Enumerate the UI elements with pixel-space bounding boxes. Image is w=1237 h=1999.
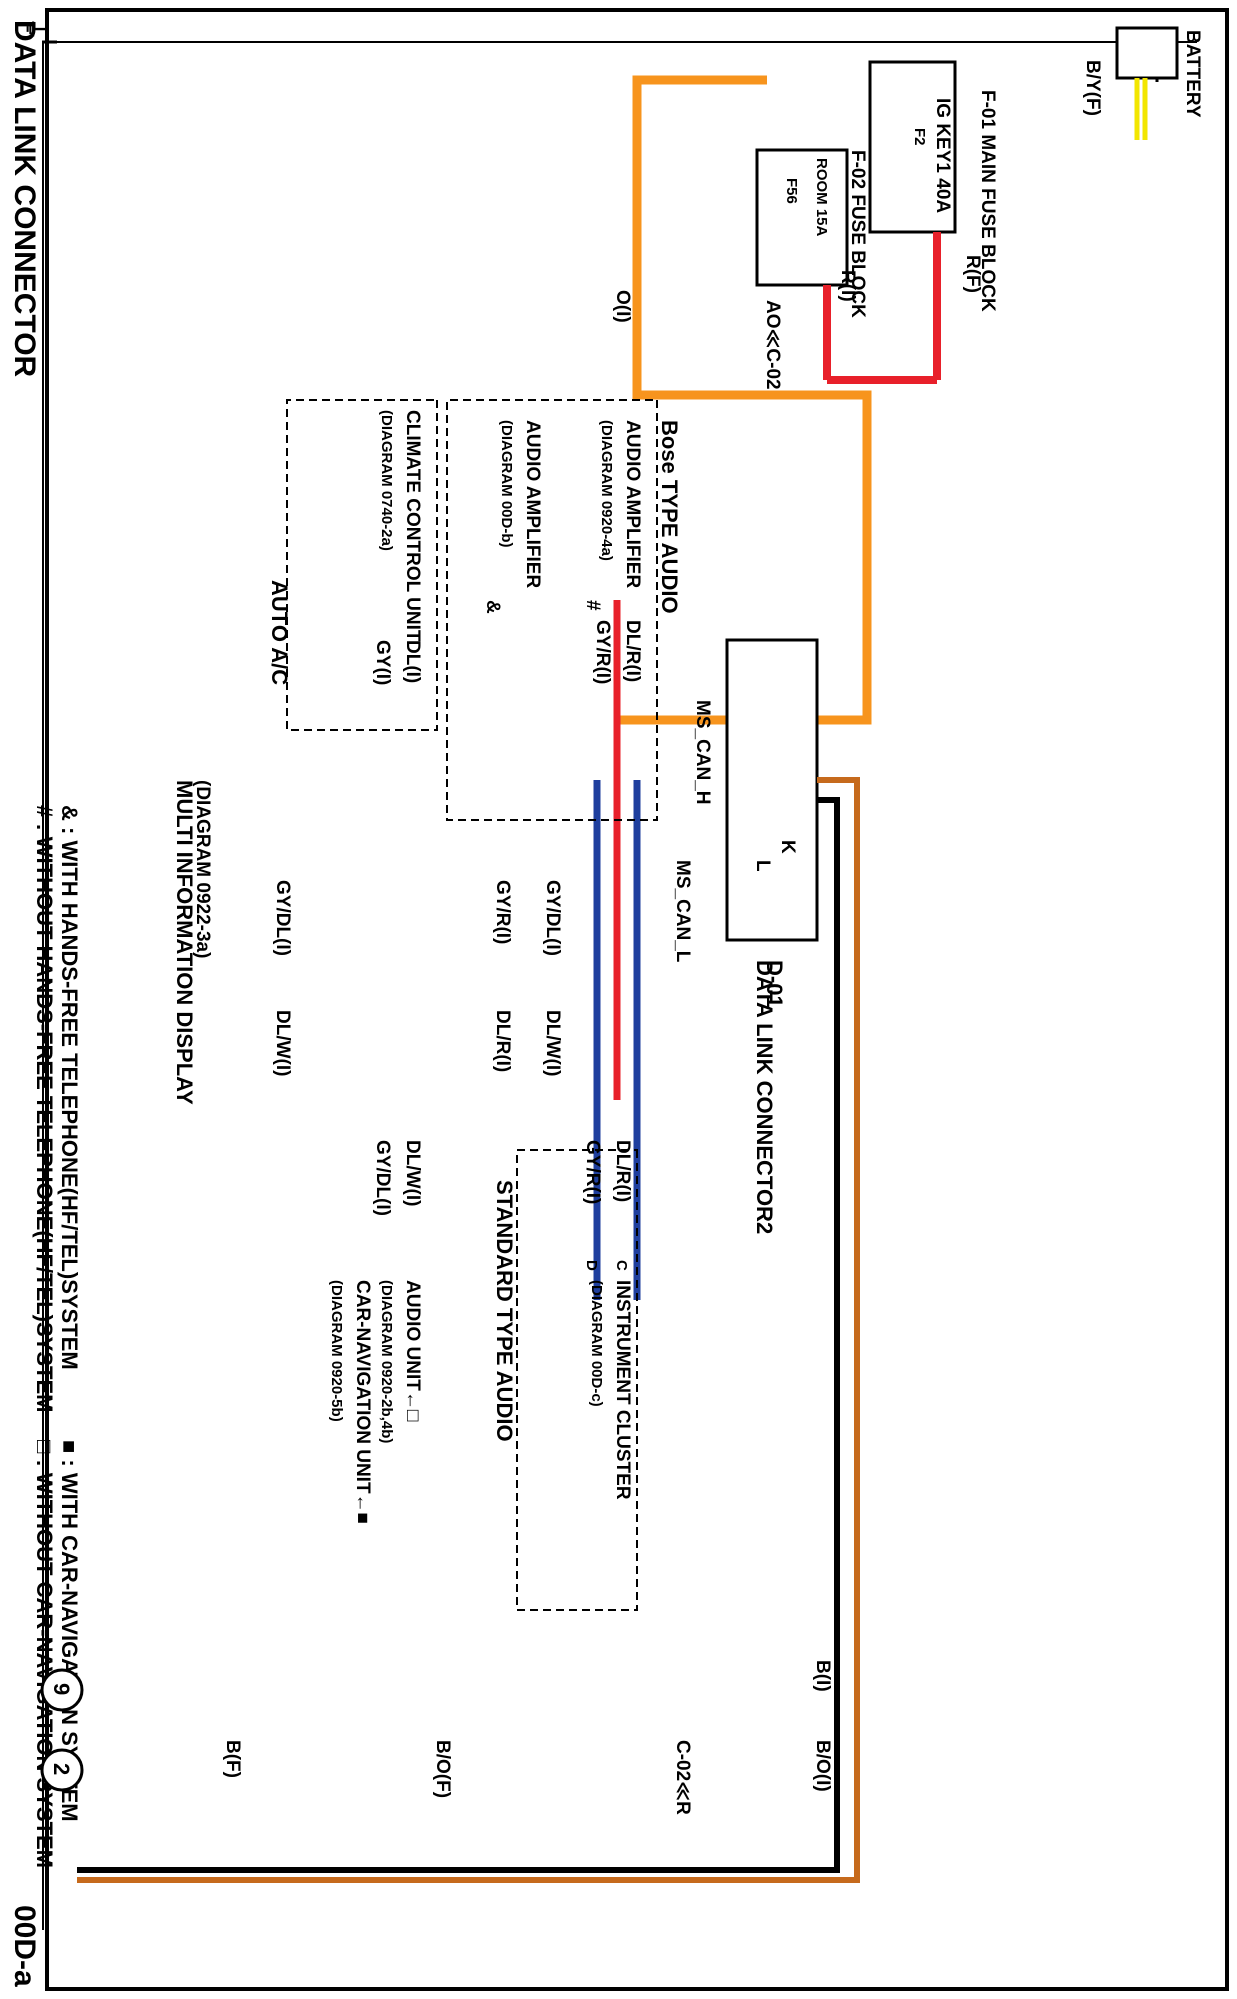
ground-b-o-i: B/O(I) [812,1740,833,1792]
bose-group [446,399,658,821]
audio-unit-name: AUDIO UNIT←□ [402,1280,423,1422]
main-wire-label: R(F) [962,255,983,293]
ground-b-o-f: B/O(F) [432,1740,453,1798]
bose-gy-r: GY/R(I) [592,620,613,684]
climate-group-label: AUTO A/C [267,580,292,685]
legend-amp: & : WITH HANDS-FREE TELEPHONE(HF/TEL)SYS… [57,805,82,1370]
climate-dl: DL(I) [402,640,423,683]
room-wire-label: R(I) [837,270,858,302]
black-wire [77,797,840,1873]
mid-dl-w: DL/W(I) [272,1010,293,1076]
dlc-connector [725,638,819,942]
cluster-name: INSTRUMENT CLUSTER [612,1280,633,1500]
dlc-name: DATA LINK CONNECTOR2 [752,960,777,1234]
mid-name: MULTI INFORMATION DISPLAY [172,780,197,1105]
legend-hash: # : WITHOUT HANDS-FREE TELEPHONE(HF/TEL)… [32,805,57,1412]
bus-gy-dl: GY/DL(I) [542,880,563,956]
ground-c02: C-02≪R [672,1740,693,1815]
audio-unit-gy-dl: GY/DL(I) [372,1140,393,1216]
room-id: F56 [783,178,800,204]
climate-group [286,399,438,731]
ground-b-f: B(F) [222,1740,243,1778]
pin-d: D [583,1260,600,1271]
battery-label: BATTERY [1182,30,1203,118]
audio-unit-diag: (DIAGRAM 0920-2b,4b) [378,1280,395,1443]
ms-can-l-label: MS_CAN_L [672,860,693,963]
main-fuse-block [868,60,957,234]
ground-2-label: 2 [49,1763,74,1775]
ig-key-label: IG KEY1 40A [932,98,953,213]
bose-amp2-mark: & [482,600,503,614]
legend-square-open: □ : WITHOUT CAR-NAVIGATION SYSTEM [32,1440,57,1868]
audio-unit-dl-w: DL/W(I) [402,1140,423,1206]
ig-key-id: F2 [911,128,928,146]
standard-dl-r: DL/R(I) [612,1140,633,1202]
pin-c: C [613,1260,630,1271]
bose-amp2: AUDIO AMPLIFIER [522,420,543,588]
bose-title: Bose TYPE AUDIO [657,420,682,614]
cluster-diag: (DIAGRAM 00D-c) [588,1280,605,1407]
fuse-block-label: F-02 FUSE BLOCK [847,150,868,318]
ms-can-h-label: MS_CAN_H [692,700,713,805]
battery-icon [1115,26,1179,80]
ground-b-i: B(I) [812,1660,833,1692]
sheet-code: 00D-a [8,1905,41,1987]
mid-gy-dl: GY/DL(I) [272,880,293,956]
battery-wire-label: B/Y(F) [1082,60,1103,116]
room-fuse-block [755,148,849,287]
bus-gy-r: GY/R(I) [492,880,513,944]
climate-diag: (DIAGRAM 0740-2a) [378,410,395,551]
bose-amp2-diag: (DIAGRAM 00D-b) [498,420,515,548]
bose-dl-r: DL/R(I) [622,620,643,682]
standard-group [516,1149,638,1611]
sheet-border [45,8,1229,1991]
bose-amp1: AUDIO AMPLIFIER [622,420,643,588]
ground-2 [40,1748,84,1792]
main-fuse-block-label: F-01 MAIN FUSE BLOCK [977,90,998,312]
orange-wire-label: O(I) [612,290,633,323]
room-label: ROOM 15A [813,158,830,237]
standard-gy-r: GY/R(I) [582,1140,603,1204]
ground-symbol: ⏚ [22,18,47,40]
nav-unit-name: CAR-NAVIGATION UNIT←■ [352,1280,373,1524]
standard-title: STANDARD TYPE AUDIO [492,1180,517,1442]
dlc-pin-k: K [777,840,798,854]
dlc-pin-l: L [752,860,773,872]
climate-gy: GY(I) [372,640,393,685]
ground-9 [40,1668,84,1712]
bus-dl-w: DL/W(I) [542,1010,563,1076]
bus-dl-r: DL/R(I) [492,1010,513,1072]
ground-9-label: 9 [49,1683,74,1695]
climate-name: CLIMATE CONTROL UNIT [402,410,423,642]
connector-label: AO≪C-02 [762,300,783,390]
sheet-title: DATA LINK CONNECTOR [8,20,41,378]
bose-amp1-diag: (DIAGRAM 0920-4a) [598,420,615,561]
nav-unit-diag: (DIAGRAM 0920-5b) [328,1280,345,1422]
bose-amp1-mark: # [582,600,603,611]
dlc-id: D-01 [762,960,787,1008]
brown-wire [77,777,860,1883]
mid-diag: (DIAGRAM 0922-3a) [192,780,213,958]
orange-wire [617,75,872,725]
